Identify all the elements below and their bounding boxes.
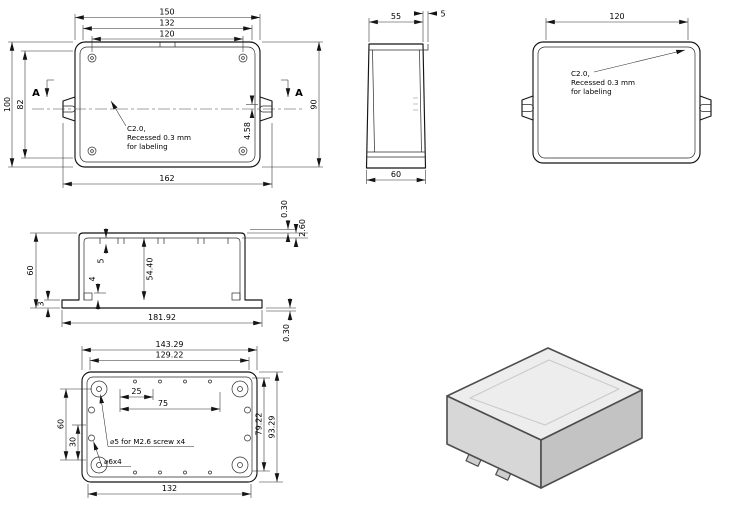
- back-inner-outline: [537, 46, 696, 159]
- left-mounting-ear: [62, 96, 76, 122]
- note-screw-holes: ⌀5 for M2.6 screw x4: [110, 437, 186, 446]
- right-mounting-ear: [699, 95, 712, 121]
- dim-79-22: 79.22: [255, 413, 264, 436]
- dim-54-40: 54.40: [146, 258, 155, 281]
- dim-162: 162: [159, 174, 174, 183]
- section-outline: [61, 232, 263, 309]
- dim-120: 120: [159, 30, 174, 39]
- dim-25: 25: [131, 387, 141, 396]
- top-recess-line: [469, 359, 620, 426]
- dim-2-60-wall: 2.60: [298, 219, 307, 237]
- dim-5-rib: 5: [97, 258, 106, 263]
- dim-4-58: 4.58: [243, 122, 252, 140]
- dim-132: 132: [159, 19, 174, 28]
- dim-0-30-top: 0.30: [280, 200, 289, 218]
- side-outline: [365, 43, 427, 169]
- left-mounting-ear: [521, 95, 534, 121]
- dim-60-height: 60: [26, 265, 35, 275]
- dim-60-depth: 60: [391, 170, 401, 179]
- front-outline: [74, 41, 261, 168]
- section-view: 60 3 5 54.40 4 0.30 2.60 181.92 0.30: [26, 200, 308, 342]
- dim-3-flange: 3: [37, 301, 46, 306]
- dim-143-29: 143.29: [156, 340, 184, 349]
- back-note-line3: for labeling: [571, 87, 612, 96]
- side-view: 55 5 60: [365, 10, 446, 184]
- dim-129-22: 129.22: [156, 351, 184, 360]
- dim-30: 30: [69, 437, 78, 447]
- dim-90: 90: [310, 99, 319, 109]
- section-label-right: A: [295, 88, 303, 99]
- back-view: 120 C2.0, Recessed 0.3 mm for labeling: [521, 12, 712, 164]
- dim-100: 100: [3, 97, 12, 112]
- front-note-line1: C2.0,: [127, 124, 146, 133]
- dim-181-92: 181.92: [148, 313, 176, 322]
- section-label-left: A: [32, 88, 40, 99]
- bottom-inner-outline: [86, 376, 253, 478]
- right-mounting-ear: [259, 96, 273, 122]
- dim-5-lip: 5: [440, 10, 445, 19]
- bottom-outline: [81, 371, 258, 483]
- front-note-line2: Recessed 0.3 mm: [127, 133, 191, 142]
- dim-75: 75: [158, 399, 168, 408]
- bottom-view: 143.29 129.22 25 75 60 30 79.22 93.29 13…: [57, 340, 283, 498]
- dim-60-bottom: 60: [57, 419, 66, 429]
- dim-93-29: 93.29: [268, 416, 277, 439]
- back-note-line2: Recessed 0.3 mm: [571, 78, 635, 87]
- dim-132: 132: [162, 484, 177, 493]
- box-right-face: [540, 389, 643, 489]
- note-diameter-holes: ⌀6x4: [104, 457, 122, 466]
- dim-4-boss: 4: [88, 276, 97, 281]
- isometric-view: [446, 347, 643, 489]
- dim-150: 150: [159, 8, 174, 17]
- back-outline: [532, 41, 701, 164]
- back-note-line1: C2.0,: [571, 69, 590, 78]
- front-note-line3: for labeling: [127, 142, 168, 151]
- dim-0-30-bottom: 0.30: [282, 324, 291, 342]
- dim-82: 82: [16, 99, 25, 109]
- dim-120-back: 120: [609, 12, 624, 21]
- front-view: A A 150 132 120 100 82 90 4.58: [3, 8, 323, 188]
- dim-55: 55: [391, 12, 401, 21]
